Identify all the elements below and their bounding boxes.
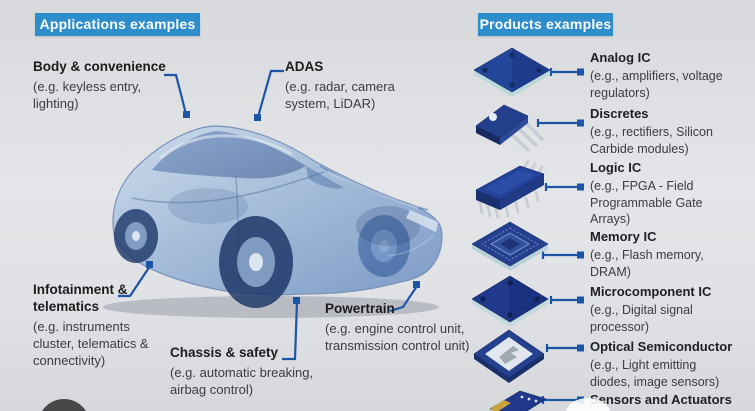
product-microcomponent-ic: Microcomponent IC (e.g., Digital signal … <box>590 284 750 335</box>
application-desc: (e.g. radar, camera system, LiDAR) <box>285 79 395 111</box>
logic-ic-dip-icon <box>475 159 545 218</box>
sensor-actuator-board-icon <box>489 390 547 411</box>
microcomponent-ic-chip-icon <box>471 275 549 327</box>
application-title: Chassis & safety <box>170 345 279 360</box>
product-memory-ic: Memory IC (e.g., Flash memory, DRAM) <box>590 229 750 280</box>
application-title: ADAS <box>285 59 324 74</box>
product-title: Optical Semiconductor <box>590 339 733 354</box>
discrete-transistor-icon <box>475 104 544 152</box>
products-header: Products examples <box>478 13 613 36</box>
label-powertrain: Powertrain (e.g. engine control unit, tr… <box>325 300 530 354</box>
memory-ic-chip-icon <box>471 221 549 271</box>
product-title: Analog IC <box>590 50 651 65</box>
product-desc: (e.g., Light emitting diodes, image sens… <box>590 358 720 389</box>
product-optical-semiconductor: Optical Semiconductor (e.g., Light emitt… <box>590 339 750 390</box>
product-sensors-actuators: Sensors and Actuators <box>590 392 750 410</box>
product-title: Microcomponent IC <box>590 284 712 299</box>
label-body-convenience: Body & convenience (e.g. keyless entry, … <box>33 58 208 112</box>
application-desc: (e.g. instruments cluster, telematics & … <box>33 319 149 368</box>
product-title: Memory IC <box>590 229 657 244</box>
applications-header: Applications examples <box>35 13 200 36</box>
product-discretes: Discretes (e.g., rectifiers, Silicon Car… <box>590 106 750 157</box>
analog-ic-chip-icon <box>473 47 551 97</box>
product-desc: (e.g., rectifiers, Silicon Carbide modul… <box>590 125 713 156</box>
label-infotainment-telematics: Infotainment & telematics (e.g. instrume… <box>33 281 203 369</box>
product-title: Discretes <box>590 106 649 121</box>
product-desc: (e.g., amplifiers, voltage regulators) <box>590 69 723 100</box>
application-title: Powertrain <box>325 301 395 316</box>
application-title: Body & convenience <box>33 59 166 74</box>
video-control-dark-circle <box>38 399 90 411</box>
car-xray-illustration <box>103 125 443 318</box>
label-chassis-safety: Chassis & safety (e.g. automatic breakin… <box>170 344 370 398</box>
label-adas: ADAS (e.g. radar, camera system, LiDAR) <box>285 58 455 112</box>
product-desc: (e.g., FPGA - Field Programmable Gate Ar… <box>590 179 703 226</box>
application-title: Infotainment & telematics <box>33 282 128 314</box>
application-desc: (e.g. engine control unit, transmission … <box>325 321 470 353</box>
product-desc: (e.g., Flash memory, DRAM) <box>590 248 704 279</box>
application-desc: (e.g. automatic breaking, airbag control… <box>170 365 314 397</box>
white-circle-overlay <box>566 398 610 411</box>
optical-semiconductor-chip-icon <box>473 329 545 383</box>
product-desc: (e.g., Digital signal processor) <box>590 303 693 334</box>
application-desc: (e.g. keyless entry, lighting) <box>33 79 142 111</box>
product-analog-ic: Analog IC (e.g., amplifiers, voltage reg… <box>590 50 750 101</box>
product-logic-ic: Logic IC (e.g., FPGA - Field Programmabl… <box>590 160 750 228</box>
product-title: Logic IC <box>590 160 642 175</box>
product-title: Sensors and Actuators <box>590 392 732 407</box>
